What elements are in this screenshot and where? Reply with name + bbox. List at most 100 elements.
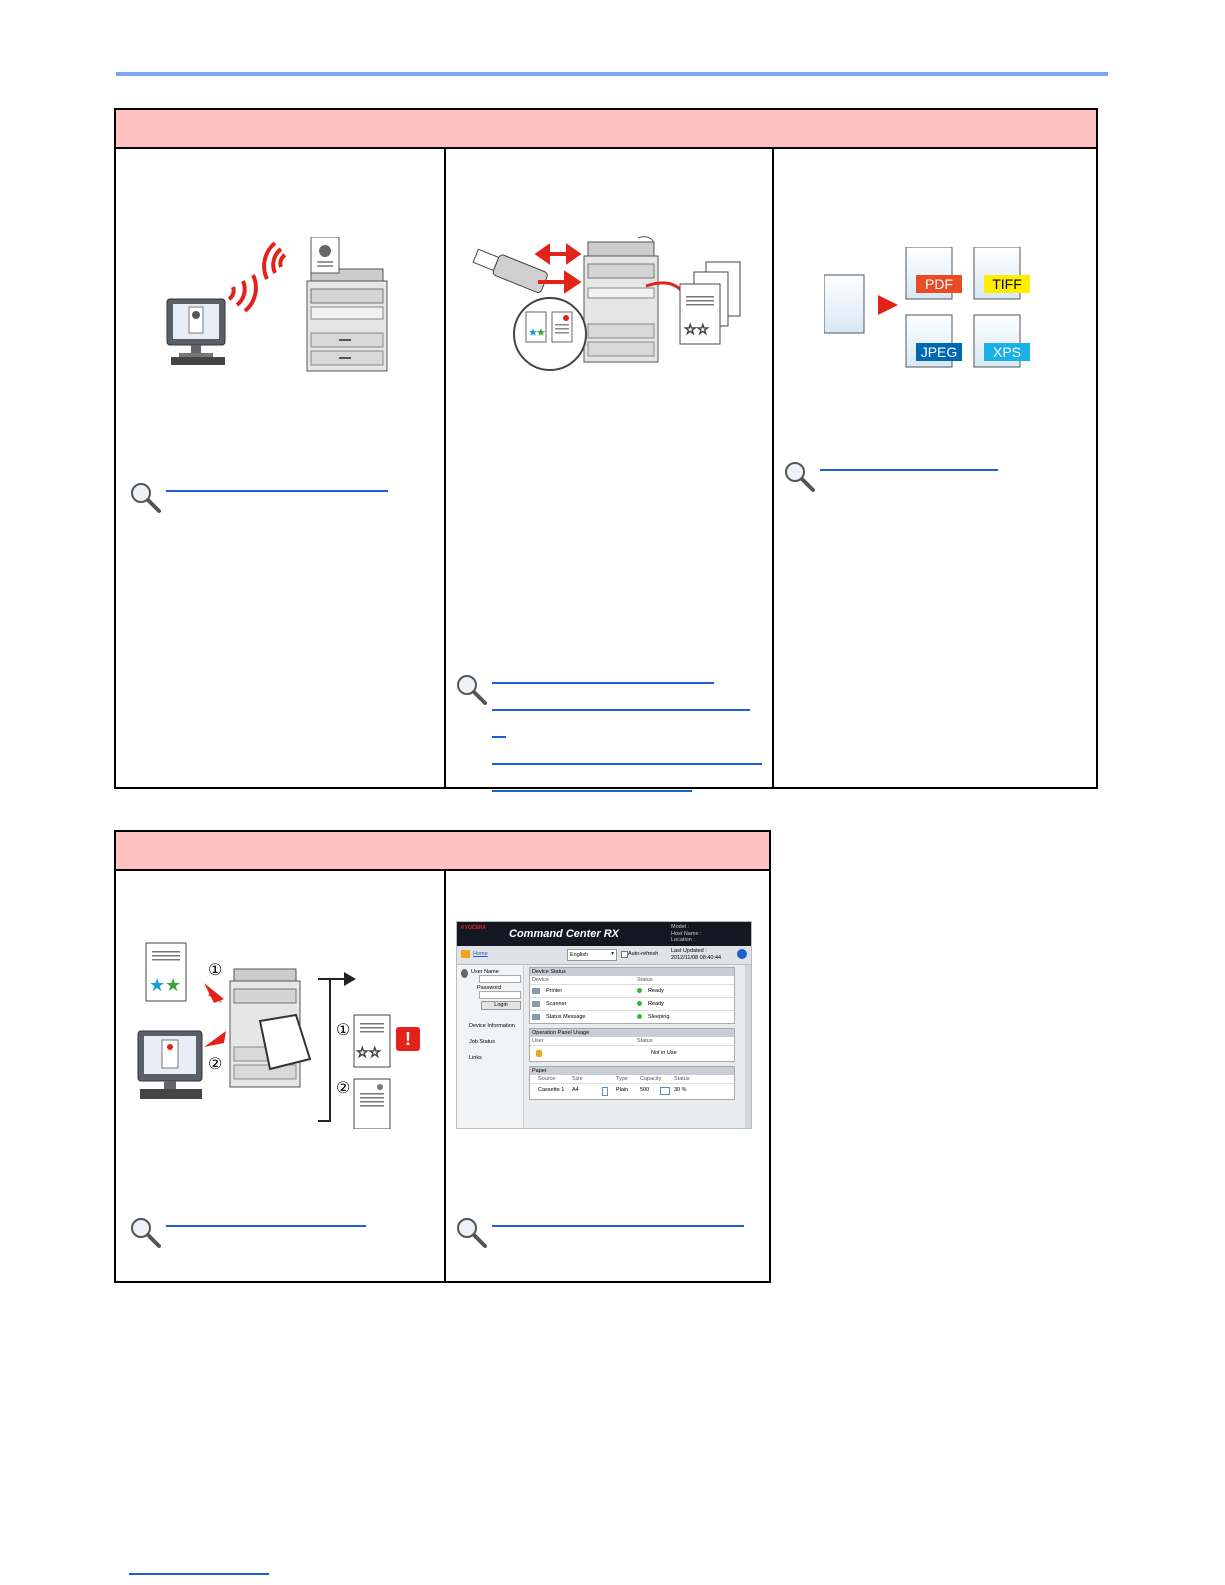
cc-user-name-field[interactable]: [479, 975, 521, 983]
job-accounting-illustration: ★ ★ ① ②: [137, 942, 420, 1129]
cc-nav-job-status[interactable]: Job Status: [469, 1039, 495, 1045]
cc-panel-status: Not in Use: [651, 1050, 677, 1056]
reference-link[interactable]: [492, 1224, 744, 1227]
usb-print-illustration: ★ ★ ☆☆: [472, 236, 741, 371]
cc-user-name-label: User Name: [471, 969, 499, 975]
cc-paper-size: A4: [572, 1087, 579, 1093]
cc-device-name: Status Message: [546, 1014, 586, 1020]
user-icon: [536, 1050, 542, 1057]
chevron-down-icon: ▾: [611, 951, 614, 957]
cc-password-field[interactable]: [479, 991, 521, 999]
cc-title: Command Center RX: [509, 928, 620, 940]
svg-text:②: ②: [336, 1080, 350, 1097]
tray-icon: [660, 1087, 670, 1095]
step-1-label: ①: [208, 962, 222, 979]
panel-command-center: KYOCERA Command Center RX Model : Host N…: [444, 869, 771, 1281]
file-format-illustration: PDF TIFF JPEG XPS: [824, 247, 1030, 368]
pdf-label: PDF: [925, 276, 953, 292]
cc-password-label: Password: [477, 985, 502, 991]
reference-link[interactable]: [166, 489, 388, 492]
magnifier-icon: [131, 1218, 161, 1248]
status-dot-icon: [637, 1001, 642, 1006]
reference-link[interactable]: [492, 789, 692, 792]
cc-home-link[interactable]: Home: [473, 951, 488, 957]
panel-job-accounting: ★ ★ ① ②: [116, 869, 444, 1281]
jpeg-label: JPEG: [921, 344, 958, 360]
magnifier-icon: [785, 462, 815, 492]
table-row: Not in Use: [530, 1045, 734, 1061]
cc-info-label: Model :: [671, 924, 690, 930]
reference-link[interactable]: [820, 468, 998, 471]
cc-paper-capacity: 500: [640, 1087, 650, 1093]
svg-text:★: ★: [149, 975, 165, 995]
cc-col-status: Status: [637, 977, 653, 983]
cc-panel-title: Paper: [530, 1067, 734, 1075]
refresh-icon[interactable]: [737, 949, 747, 959]
printer-icon: [532, 988, 540, 994]
svg-text:★: ★: [528, 327, 538, 339]
cc-banner: KYOCERA Command Center RX Model : Host N…: [457, 922, 751, 946]
wireless-print-illustration: [166, 237, 388, 372]
cc-col-size: Size: [572, 1076, 583, 1082]
svg-text:☆☆: ☆☆: [684, 321, 709, 337]
reference-wireless: [128, 480, 388, 514]
svg-text:★: ★: [536, 327, 546, 339]
cc-main: Device Status Device Status Printer Read…: [529, 967, 735, 1100]
home-icon[interactable]: [461, 950, 470, 958]
cc-col-capacity: Capacity: [640, 1076, 662, 1082]
cc-paper-type: Plain: [616, 1087, 629, 1093]
top-rule: [116, 72, 1108, 76]
cc-device-status: Ready: [648, 1001, 664, 1007]
magnifier-icon: [457, 675, 487, 705]
magnifier-icon: [131, 483, 161, 513]
footer-link[interactable]: [129, 1573, 269, 1575]
reference-link[interactable]: [492, 762, 762, 765]
svg-text:★: ★: [165, 975, 181, 995]
cc-table-header: Source Size Type Capacity Status: [530, 1075, 734, 1083]
tiff-label: TIFF: [992, 276, 1022, 292]
cc-col-type: Type: [616, 1076, 628, 1082]
cc-paper-panel: Paper Source Size Type Capacity Status C…: [529, 1066, 735, 1100]
cc-operation-panel: Operation Panel Usage User Status Not in…: [529, 1028, 735, 1062]
cc-paper-status: 30 %: [674, 1087, 687, 1093]
cc-nav-links[interactable]: Links: [469, 1055, 482, 1061]
cc-info-label: Host Name :: [671, 930, 702, 937]
cc-auto-refresh-checkbox[interactable]: [621, 951, 628, 958]
panel-file-format: PDF TIFF JPEG XPS: [772, 147, 1098, 787]
spacer: [542, 1050, 651, 1057]
svg-text:①: ①: [336, 1022, 350, 1039]
reference-link[interactable]: [492, 735, 506, 738]
scanner-icon: [532, 1001, 540, 1007]
table-row: Scanner Ready: [530, 997, 734, 1010]
cc-info-label: Location :: [671, 937, 695, 943]
cc-language-select[interactable]: English ▾: [567, 949, 617, 961]
reference-link[interactable]: [492, 681, 714, 684]
section-header: [116, 832, 769, 871]
cc-device-status: Ready: [648, 988, 664, 994]
cc-last-updated-value: 2012/11/08 08:40:44: [671, 955, 722, 961]
cc-device-status-panel: Device Status Device Status Printer Read…: [529, 967, 735, 1024]
reference-command-center: [454, 1215, 744, 1249]
cc-brand: KYOCERA: [461, 925, 487, 931]
cc-col-source: Source: [538, 1076, 556, 1082]
table-row: Status Message Sleeping.: [530, 1010, 734, 1023]
cc-table-header: Device Status: [530, 976, 734, 984]
cc-sidebar: User Name Password Login Device Informat…: [457, 965, 524, 1128]
cc-nav-device-info[interactable]: Device Information: [469, 1023, 515, 1029]
cc-panel-title: Device Status: [530, 968, 734, 976]
cc-table-header: User Status: [530, 1037, 734, 1045]
cc-paper-source: Cassette 1: [538, 1087, 565, 1093]
table-row: Printer Ready: [530, 984, 734, 997]
step-2-label: ②: [208, 1056, 222, 1073]
cc-scrollbar[interactable]: [745, 965, 751, 1128]
cc-login-button[interactable]: Login: [481, 1001, 521, 1010]
cc-toolbar: Home English ▾ Auto-refresh Last Updated…: [457, 946, 751, 965]
bottom-section: ★ ★ ① ②: [114, 830, 771, 1283]
cc-device-name: Scanner: [546, 1001, 567, 1007]
cc-language-value: English: [570, 952, 589, 958]
reference-link[interactable]: [492, 708, 750, 711]
table-row: Cassette 1 A4 Plain 500 30 %: [530, 1083, 734, 1099]
reference-link[interactable]: [166, 1224, 366, 1227]
cc-panel-title: Operation Panel Usage: [530, 1029, 734, 1037]
reference-job-accounting: [128, 1215, 366, 1249]
